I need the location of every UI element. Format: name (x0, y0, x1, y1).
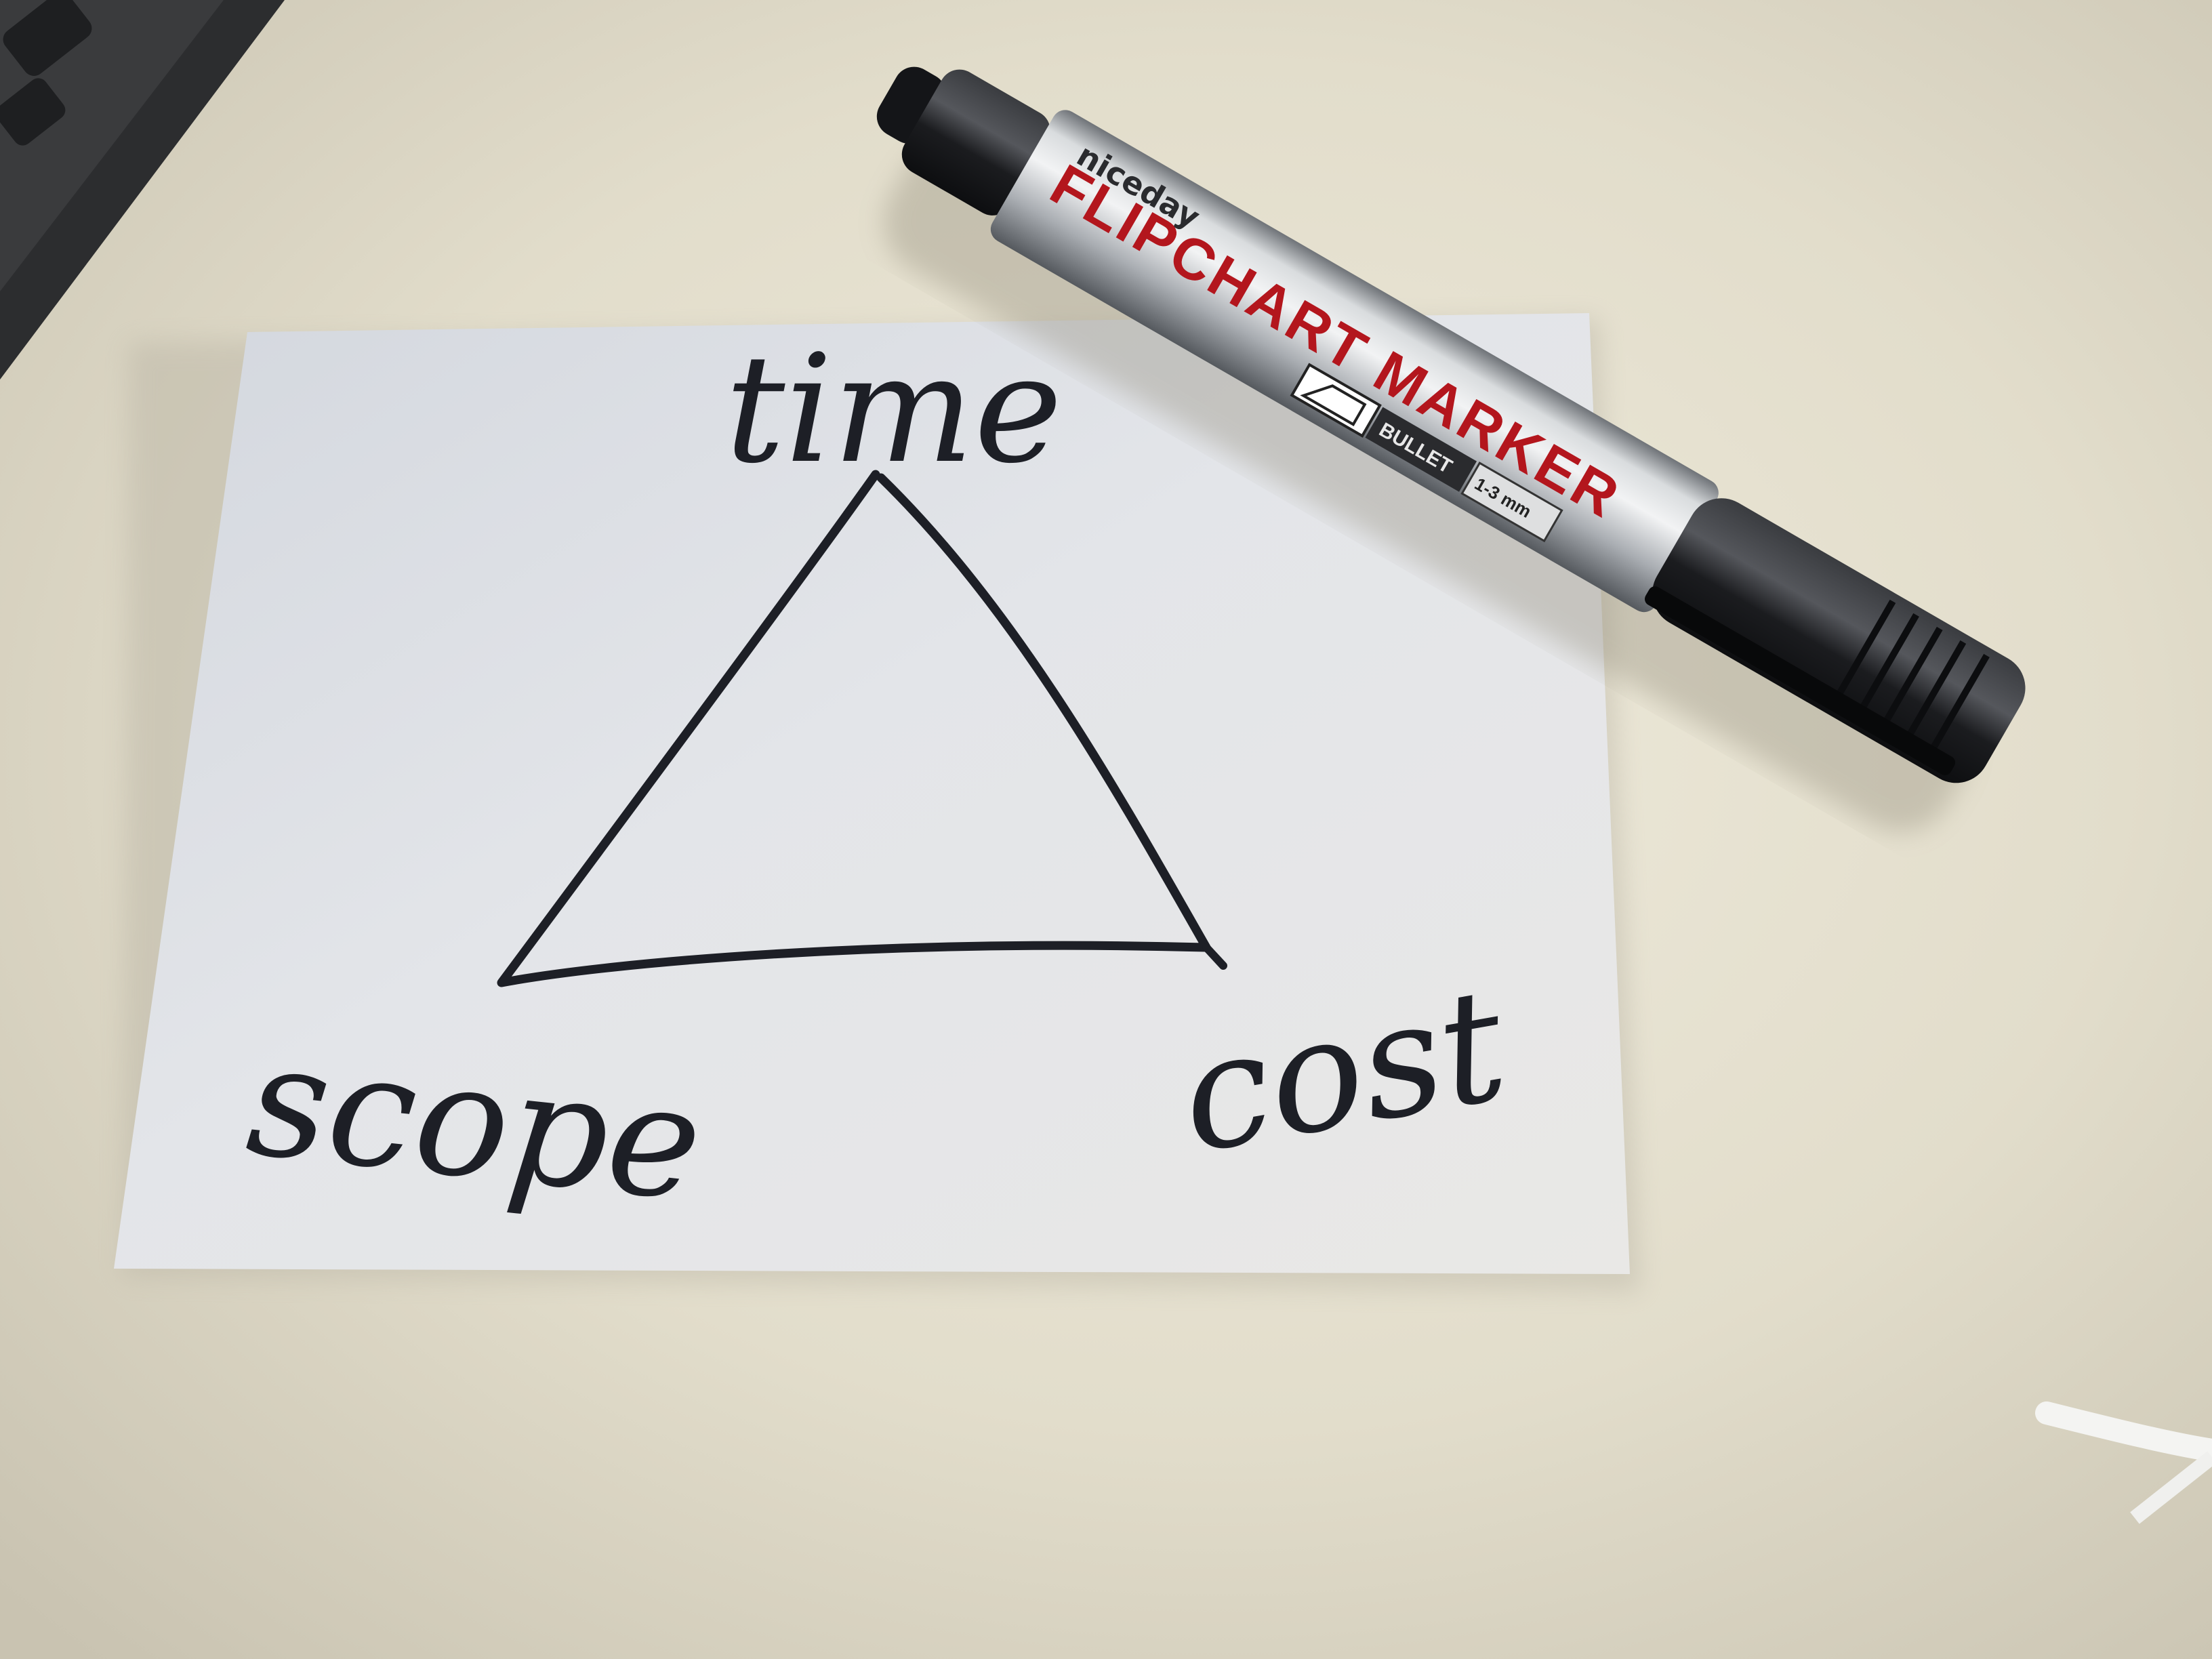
keyboard-edge (0, 0, 285, 380)
marker-body (990, 110, 1719, 613)
cable-strand (2130, 1451, 2212, 1524)
bullet-tip-icon (1290, 363, 1382, 438)
cable (2035, 1401, 2212, 1462)
marker-front (901, 69, 1050, 216)
triangle-corner-overshoot (1202, 943, 1227, 970)
marker-cap (1652, 498, 2026, 783)
marker-clip (1644, 586, 1956, 775)
label-time: time (725, 323, 1063, 496)
marker-cap-ridges (1828, 599, 1990, 763)
paper-sheet (114, 313, 1630, 1274)
triangle-drawing (497, 470, 1211, 987)
